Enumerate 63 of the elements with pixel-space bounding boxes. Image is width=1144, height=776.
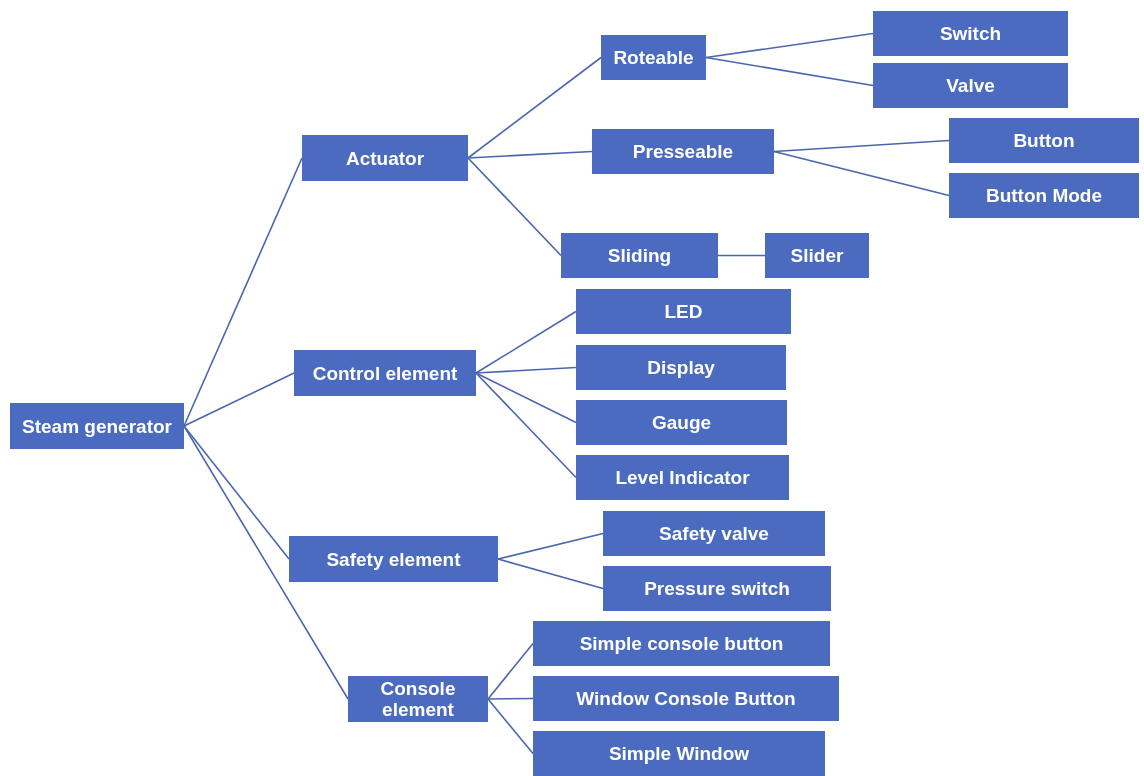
node-label: Window Console Button [575, 688, 797, 709]
connector-line [183, 425, 290, 560]
node-label: Safety valve [658, 523, 770, 544]
connector-line [467, 150, 593, 159]
connector-line [183, 372, 295, 427]
category-box [348, 676, 488, 722]
node-label: Presseable [631, 141, 735, 162]
node-label: Button Mode [984, 185, 1104, 206]
node-label: Console element [379, 678, 457, 720]
category-box [576, 345, 786, 390]
node-label: Roteable [612, 47, 695, 68]
node-label: LED [663, 301, 704, 322]
connector-line [705, 56, 874, 87]
category-box [576, 400, 787, 445]
connector-line [183, 425, 349, 700]
category-box [765, 233, 869, 278]
category-box [576, 289, 791, 334]
category-box [603, 511, 825, 556]
category-box [294, 350, 476, 396]
connector-line [487, 642, 534, 700]
connector-line [475, 372, 577, 424]
category-box [10, 403, 184, 449]
category-box [576, 455, 789, 500]
node-label: Actuator [344, 147, 426, 169]
node-label: Level Indicator [614, 467, 751, 488]
node-label: Simple Window [607, 743, 751, 764]
node-label: Display [646, 357, 716, 378]
connector-line [497, 558, 604, 590]
node-label: Valve [945, 75, 996, 96]
category-box [949, 118, 1139, 163]
category-box [873, 11, 1068, 56]
category-box [533, 621, 830, 666]
connector-line [475, 366, 577, 374]
category-box [873, 63, 1068, 108]
category-box [302, 135, 468, 181]
category-box [289, 536, 498, 582]
connector-line [773, 150, 950, 197]
connector-line [487, 698, 534, 755]
connector-line [475, 310, 577, 374]
connector-line [497, 532, 604, 560]
connector-line [467, 56, 602, 159]
category-box [603, 566, 831, 611]
node-label: Pressure switch [643, 578, 791, 599]
category-box [533, 676, 839, 721]
connector-line [475, 372, 577, 479]
node-label: Sliding [606, 245, 673, 266]
node-label: Steam generator [21, 415, 173, 437]
category-box [592, 129, 774, 174]
node-label: Gauge [650, 412, 713, 433]
category-box [601, 35, 706, 80]
category-box [533, 731, 825, 776]
node-label: Slider [789, 245, 845, 266]
connector-line [717, 254, 766, 257]
node-label: Button [1012, 130, 1076, 151]
node-label: Safety element [325, 548, 462, 570]
connector-line [487, 697, 534, 700]
connector-line [705, 32, 874, 59]
node-label: Switch [938, 23, 1003, 44]
node-label: Control element [311, 362, 459, 384]
connector-line [467, 157, 562, 257]
node-label: Simple console button [578, 633, 785, 654]
category-box [949, 173, 1139, 218]
category-box [561, 233, 718, 278]
